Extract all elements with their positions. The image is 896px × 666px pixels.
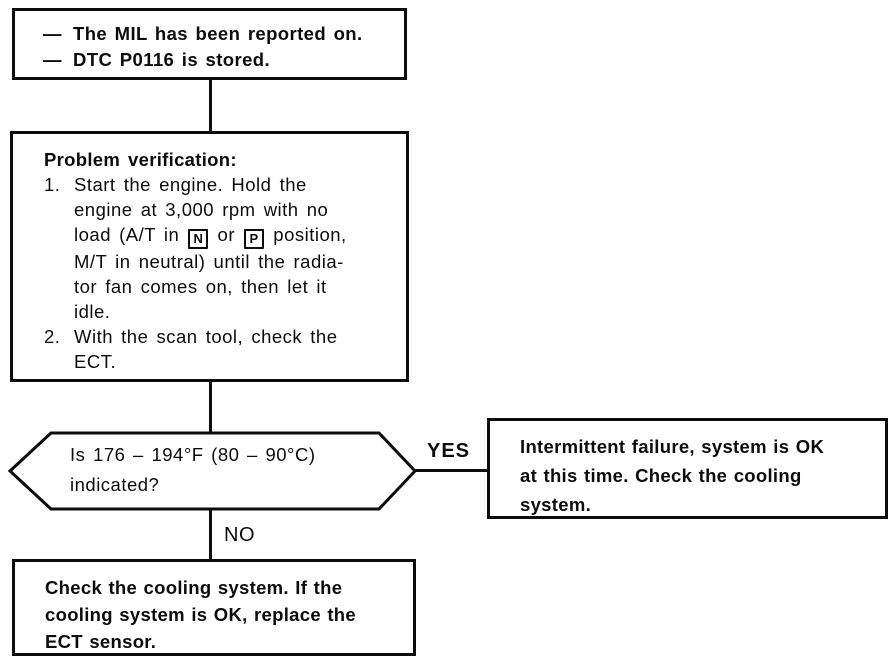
text-line: system. [520, 494, 592, 515]
connector-yes-branch [413, 469, 488, 472]
start-node: — The MIL has been reported on. — DTC P0116… [12, 8, 407, 80]
yes-branch-label: YES [427, 440, 471, 462]
text-line: DTC P0116 is stored. [73, 49, 271, 70]
list-item: 1. Start the engine. Hold the engine at 3,… [44, 172, 398, 324]
item-marker: 2. [44, 325, 61, 347]
connector-no-branch [209, 509, 212, 561]
list-item: — The MIL has been reported on. [43, 21, 396, 47]
text-line: ECT. [74, 350, 117, 372]
item-marker: — [43, 49, 62, 70]
item-body: The MIL has been reported on. [73, 21, 396, 47]
problem-heading: Problem verification: [44, 149, 237, 170]
text-line: indicated? [70, 474, 160, 495]
item-marker: 1. [44, 174, 61, 195]
boxed-letter: P [244, 228, 265, 249]
text-line: Is 176 – 194°F (80 – 90°C) [70, 444, 316, 465]
text-line: Check the cooling system. If the [45, 577, 343, 598]
boxed-letter: N [188, 228, 209, 249]
text-line: engine at 3,000 rpm with no [74, 199, 329, 220]
decision-question-text: Is 176 – 194°F (80 – 90°C) indicated? [70, 440, 390, 500]
connector-start-to-problem [209, 78, 212, 133]
no-branch-label: NO [224, 524, 255, 546]
text-line: tor fan comes on, then let it [74, 275, 327, 297]
text-line: M/T in neutral) until the radia- [74, 250, 344, 272]
text-line: Intermittent failure, system is OK [520, 436, 825, 457]
item-body: DTC P0116 is stored. [73, 47, 396, 73]
text-line: load (A/T in N or P position, [74, 222, 398, 249]
list-item: — DTC P0116 is stored. [43, 47, 396, 73]
item-marker: — [43, 23, 62, 44]
check-cooling-system-node: Check the cooling system. If the cooling … [12, 559, 416, 656]
text-line: idle. [74, 300, 111, 322]
intermittent-failure-node: Intermittent failure, system is OK at thi… [487, 418, 888, 519]
text-line: The MIL has been reported on. [73, 23, 363, 44]
text-line: at this time. Check the cooling [520, 465, 802, 486]
text-line: cooling system is OK, replace the [45, 604, 356, 625]
text-line: ECT sensor. [45, 631, 157, 652]
connector-problem-to-decision [209, 380, 212, 432]
item-body: Start the engine. Hold the engine at 3,00… [74, 172, 398, 324]
problem-verification-node: Problem verification: 1. Start the engine… [10, 131, 409, 382]
text-line: With the scan tool, check the [74, 325, 338, 347]
text-line: Start the engine. Hold the [74, 174, 307, 195]
problem-steps: 1. Start the engine. Hold the engine at 3,… [44, 172, 398, 374]
